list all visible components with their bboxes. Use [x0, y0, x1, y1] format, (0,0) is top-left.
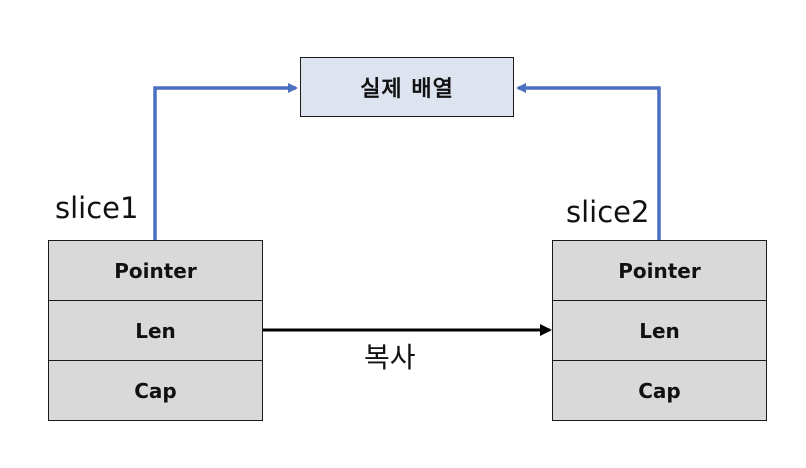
slice1-field-len: Len	[48, 300, 263, 361]
actual-array-label: 실제 배열	[360, 77, 454, 102]
slice1-pointer-arrow	[153, 83, 298, 240]
slice2-field-cap: Cap	[552, 360, 767, 421]
slice2-field-pointer-label: Pointer	[618, 258, 701, 283]
slice2-field-cap-label: Cap	[638, 378, 681, 403]
slice2-field-len: Len	[552, 300, 767, 361]
slice2-field-pointer: Pointer	[552, 240, 767, 301]
slice2-field-len-label: Len	[639, 318, 680, 343]
slice1-field-len-label: Len	[135, 318, 176, 343]
slice1-label: slice1	[55, 191, 139, 225]
slice2-pointer-arrow	[516, 83, 661, 240]
slice1-field-pointer: Pointer	[48, 240, 263, 301]
slice1-field-cap-label: Cap	[134, 378, 177, 403]
slice2-label: slice2	[566, 195, 650, 229]
slice1-field-pointer-label: Pointer	[114, 258, 197, 283]
copy-label: 복사	[364, 341, 416, 374]
slice1-field-cap: Cap	[48, 360, 263, 421]
actual-array-box: 실제 배열	[300, 57, 514, 117]
